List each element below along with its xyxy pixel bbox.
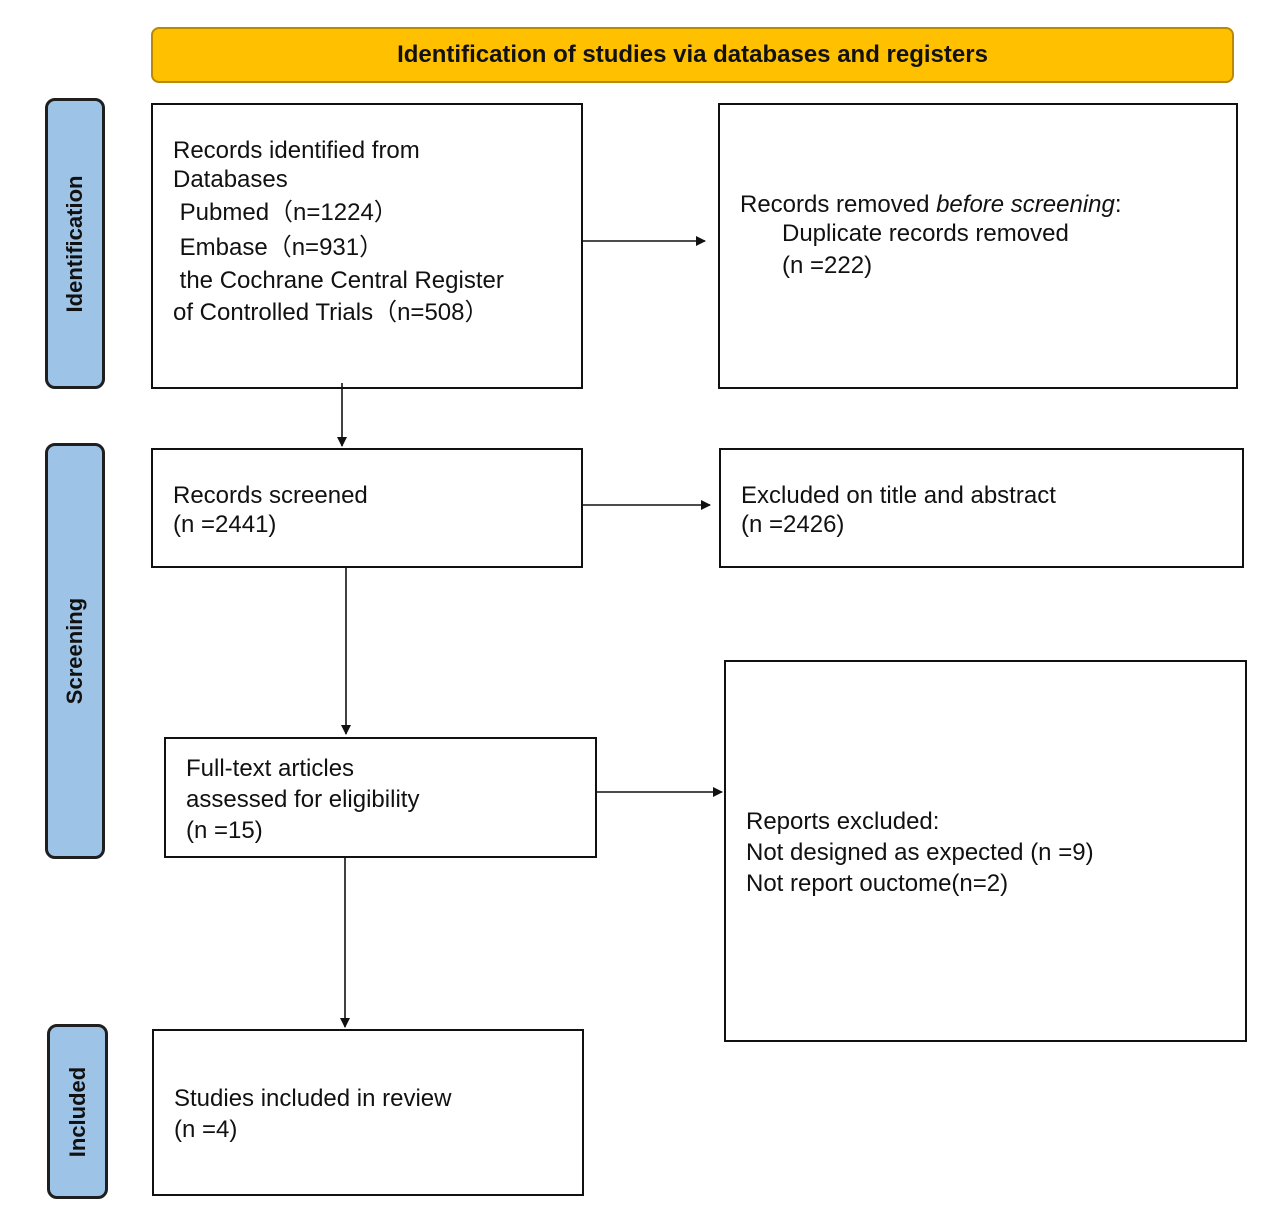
studies-included-count: (n =4) [174, 1116, 238, 1143]
records-identified-cochrane-2: of Controlled Trials（n=508） [173, 299, 489, 326]
full-text-box: Full-text articles assessed for eligibil… [164, 737, 597, 858]
excluded-title-abstract-label: Excluded on title and abstract [741, 482, 1056, 509]
records-screened-box: Records screened (n =2441) [151, 448, 583, 568]
records-identified-pubmed: Pubmed（n=1224） [173, 199, 398, 226]
studies-included-label: Studies included in review [174, 1085, 452, 1112]
records-identified-line-2: Databases [173, 166, 288, 193]
duplicate-records-label: Duplicate records removed [782, 220, 1069, 247]
reports-excluded-reason-1: Not designed as expected (n =9) [746, 839, 1094, 866]
excluded-title-abstract-box: Excluded on title and abstract (n =2426) [719, 448, 1244, 568]
phase-screening: Screening [45, 443, 105, 859]
records-screened-count: (n =2441) [173, 511, 277, 538]
records-identified-embase: Embase（n=931） [173, 234, 384, 261]
full-text-label-1: Full-text articles [186, 755, 355, 782]
reports-excluded-box: Reports excluded: Not designed as expect… [724, 660, 1247, 1042]
records-removed-italic: before screening [936, 191, 1115, 218]
full-text-label-2: assessed for eligibility [186, 786, 420, 813]
records-removed-box: Records removed before screening: Duplic… [718, 103, 1238, 389]
records-identified-box: Records identified from Databases Pubmed… [151, 103, 583, 389]
section-header-title: Identification of studies via databases … [397, 41, 988, 68]
reports-excluded-label: Reports excluded: [746, 808, 940, 835]
records-screened-label: Records screened [173, 482, 368, 509]
phase-included: Included [47, 1024, 108, 1199]
studies-included-box: Studies included in review (n =4) [152, 1029, 584, 1196]
section-header: Identification of studies via databases … [151, 27, 1234, 83]
phase-identification: Identification [45, 98, 105, 389]
records-identified-line-1: Records identified from [173, 137, 420, 164]
records-removed-prefix: Records removed [740, 191, 937, 218]
duplicate-records-count: (n =222) [782, 252, 873, 279]
records-removed-suffix: : [1114, 191, 1122, 218]
excluded-title-abstract-count: (n =2426) [741, 511, 845, 538]
full-text-count: (n =15) [186, 817, 263, 844]
records-identified-cochrane: the Cochrane Central Register [173, 267, 504, 294]
reports-excluded-reason-2: Not report ouctome(n=2) [746, 870, 1009, 897]
records-removed-title: Records removed before screening: [740, 189, 1122, 220]
